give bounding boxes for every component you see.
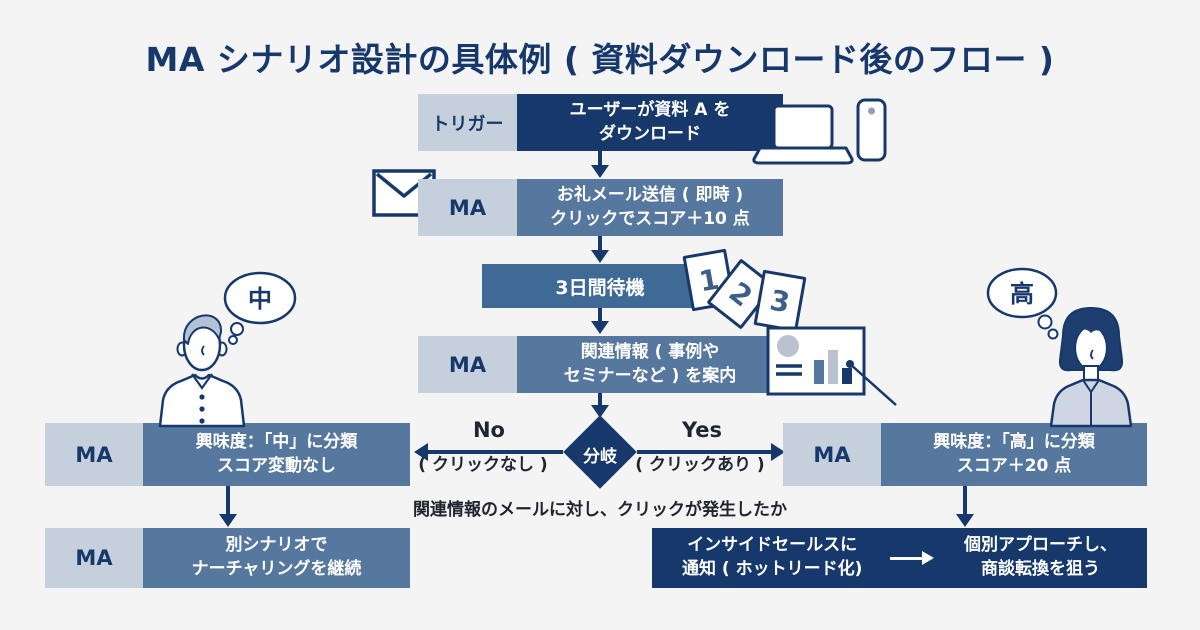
related-info-line2: セミナーなど ) を案内 xyxy=(563,365,737,386)
branch-question: 関連情報のメールに対し、クリックが発生したか xyxy=(413,500,787,520)
thought-bubble-icon: 高 xyxy=(986,267,1059,340)
right-arrow-icon xyxy=(890,548,936,568)
high-result-label: MA xyxy=(783,423,881,486)
high-bubble-text: 高 xyxy=(1010,280,1034,308)
related-info-step: MA 関連情報 ( 事例や セミナーなど ) を案内 xyxy=(418,336,783,393)
medium-next-step: MA 別シナリオで ナーチャリングを継続 xyxy=(45,528,410,588)
trigger-line2: ダウンロード xyxy=(599,123,701,144)
medium-next-line1: 別シナリオで xyxy=(225,535,328,556)
medium-next-line2: ナーチャリングを継続 xyxy=(191,559,362,579)
branch-yes-sub-label: ( クリックあり ) xyxy=(635,455,765,475)
trigger-line1: ユーザーが資料 A を xyxy=(569,99,731,120)
medium-result-label: MA xyxy=(45,423,143,486)
medium-result-line2: スコア変動なし xyxy=(217,455,336,476)
thanks-mail-text: お礼メール送信 ( 即時 ) クリックでスコア＋10 点 xyxy=(517,179,783,236)
medium-result-line1: 興味度：「中」に分類 xyxy=(195,431,358,452)
high-next-step: インサイドセールスに 通知 ( ホットリード化) 個別アプローチし、 商談転換を… xyxy=(652,528,1147,588)
thought-bubble-icon: 中 xyxy=(223,271,297,345)
man-avatar xyxy=(158,314,246,428)
high-next-approach-line2: 商談転換を狙う xyxy=(980,559,1100,579)
high-next-notify-text: インサイドセールスに 通知 ( ホットリード化) xyxy=(682,534,862,582)
medium-result-text: 興味度：「中」に分類 スコア変動なし xyxy=(143,423,410,486)
branch-yes-label: Yes xyxy=(681,418,723,442)
smartphone-icon xyxy=(856,98,887,162)
thanks-mail-label: MA xyxy=(418,179,517,236)
high-next-approach-line1: 個別アプローチし、 xyxy=(963,535,1117,556)
medium-result-step: MA 興味度：「中」に分類 スコア変動なし xyxy=(45,423,410,486)
number-card-icon-3: 3 xyxy=(753,269,807,333)
related-info-text: 関連情報 ( 事例や セミナーなど ) を案内 xyxy=(517,336,783,393)
related-info-label: MA xyxy=(418,336,517,393)
related-info-line1: 関連情報 ( 事例や xyxy=(580,341,720,362)
high-next-notify-line2: 通知 ( ホットリード化) xyxy=(682,559,863,579)
thanks-mail-step: MA お礼メール送信 ( 即時 ) クリックでスコア＋10 点 xyxy=(418,179,783,236)
high-next-notify-line1: インサイドセールスに xyxy=(687,535,858,556)
page-title: MA シナリオ設計の具体例 ( 資料ダウンロード後のフロー ) xyxy=(145,40,1055,79)
pointer-line xyxy=(846,360,897,406)
medium-bubble-text: 中 xyxy=(248,285,272,313)
presentation-chart-icon xyxy=(766,326,897,406)
branch-no-label: No xyxy=(472,418,505,442)
high-result-text: 興味度：「高」に分類 スコア＋20 点 xyxy=(881,423,1147,486)
branch-no-sub-label: ( クリックなし ) xyxy=(418,455,548,475)
thanks-mail-line1: お礼メール送信 ( 即時 ) xyxy=(556,184,744,205)
trigger-step: トリガー ユーザーが資料 A を ダウンロード xyxy=(418,94,783,151)
medium-next-text: 別シナリオで ナーチャリングを継続 xyxy=(143,528,410,588)
high-next-approach-text: 個別アプローチし、 商談転換を狙う xyxy=(964,534,1117,582)
high-result-line1: 興味度：「高」に分類 xyxy=(933,431,1095,452)
thanks-mail-line2: クリックでスコア＋10 点 xyxy=(550,208,750,229)
trigger-step-label: トリガー xyxy=(418,94,517,151)
high-result-step: MA 興味度：「高」に分類 スコア＋20 点 xyxy=(783,423,1147,486)
trigger-step-text: ユーザーが資料 A を ダウンロード xyxy=(517,94,783,151)
branch-diamond-label: 分岐 xyxy=(583,447,617,467)
high-persona: 高 xyxy=(986,267,1133,428)
high-result-line2: スコア＋20 点 xyxy=(956,455,1072,476)
medium-persona: 中 xyxy=(158,271,297,428)
wait-step: 3日間待機 xyxy=(482,264,718,308)
laptop-icon xyxy=(752,98,887,165)
woman-avatar xyxy=(1049,306,1133,428)
medium-next-label: MA xyxy=(45,528,143,588)
